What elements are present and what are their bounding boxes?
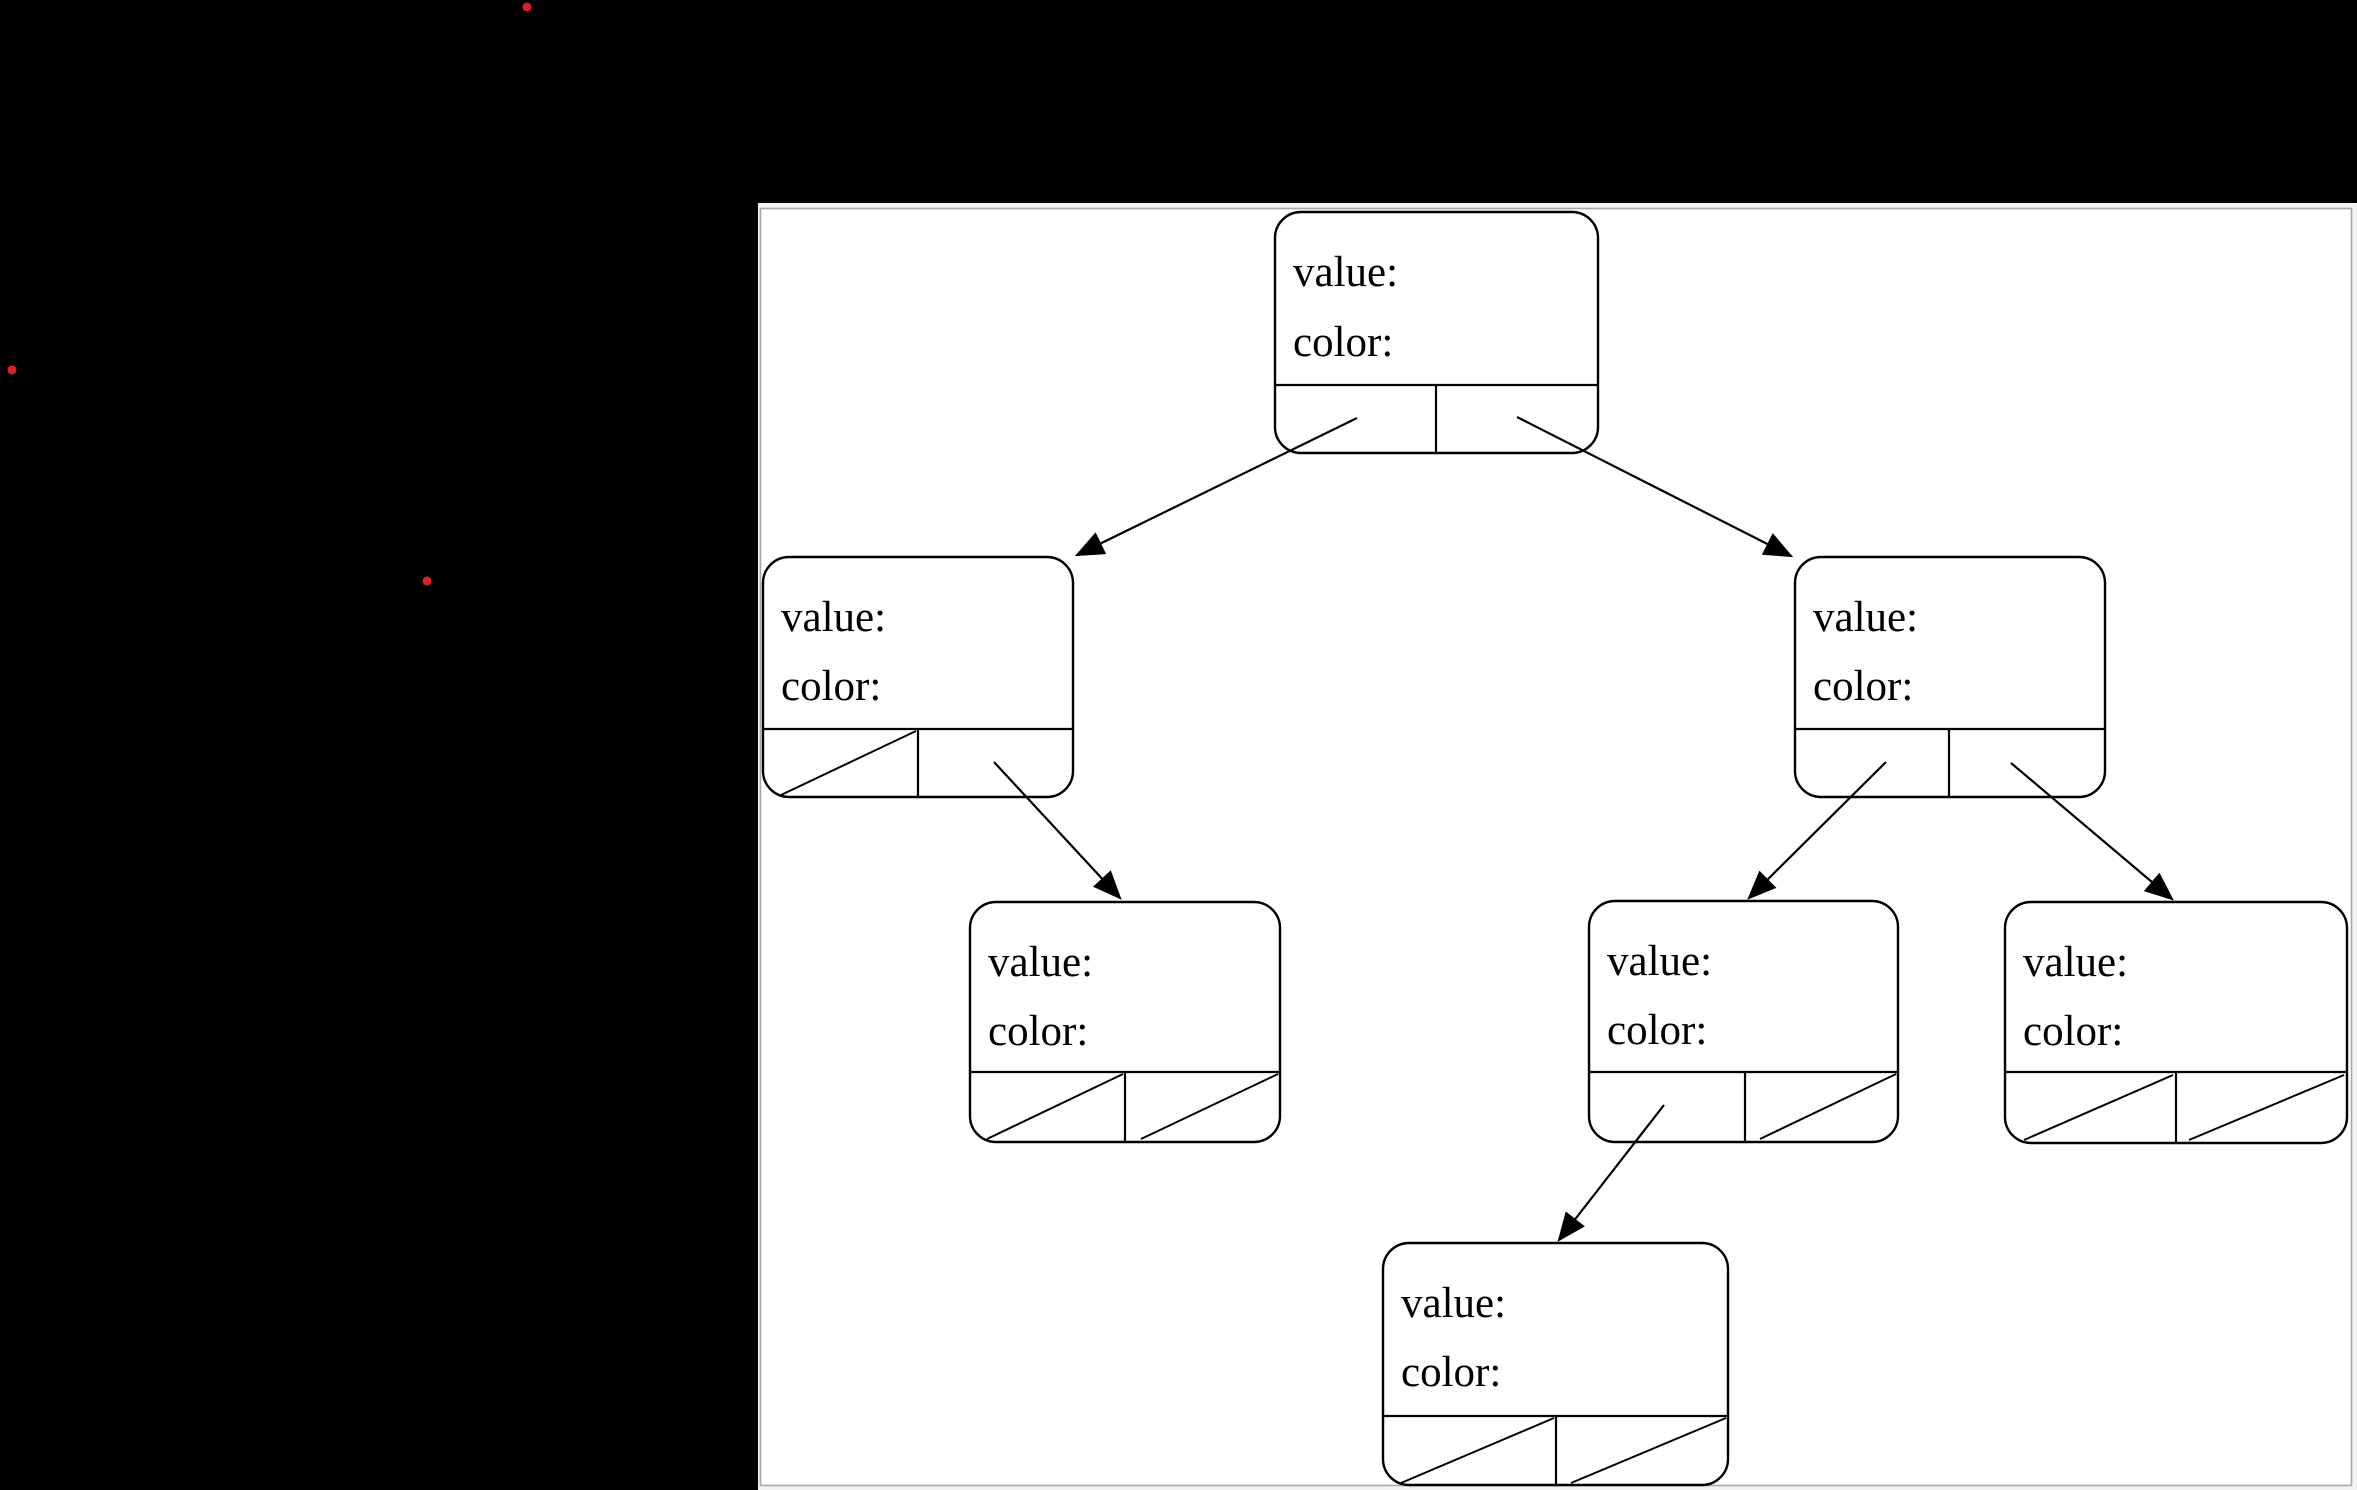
node-box — [1587, 899, 1900, 1144]
node-field-label-value: value: — [781, 594, 886, 641]
tree-node-right-right-grandchild: value: color: — [2003, 900, 2349, 1145]
null-pointer-slash — [2023, 1074, 2174, 1141]
null-pointer-slash — [1400, 1417, 1555, 1484]
null-pointer-slash — [986, 1073, 1124, 1140]
node-field-label-value: value: — [1401, 1280, 1506, 1327]
tree-node-right-left-left: value: color: — [1381, 1241, 1730, 1487]
node-field-label-color: color: — [781, 663, 881, 710]
node-field-label-value: value: — [1813, 594, 1918, 641]
edge-arrow-rightleft-left — [1557, 1104, 1665, 1242]
node-field-label-color: color: — [2023, 1008, 2123, 1055]
red-dot-marker — [7, 365, 17, 375]
null-pointer-slash — [780, 730, 917, 796]
node-field-label-color: color: — [1813, 663, 1913, 710]
tree-node-right-left-grandchild: value: color: — [1587, 899, 1900, 1144]
edge-arrow-leftchild-right — [993, 761, 1122, 900]
tree-node-left-right-grandchild: value: color: — [968, 900, 1282, 1144]
node-field-label-color: color: — [1607, 1007, 1707, 1054]
node-field-label-color: color: — [1293, 319, 1393, 366]
tree-node-right-child: value: color: — [1793, 555, 2107, 799]
null-pointer-slash — [1140, 1073, 1279, 1140]
null-pointer-slash — [1759, 1073, 1897, 1140]
node-field-label-value: value: — [988, 939, 1093, 986]
edge-arrow-rightchild-right — [2010, 762, 2174, 901]
node-field-label-color: color: — [988, 1008, 1088, 1055]
red-dot-marker — [422, 576, 432, 586]
edge-arrow-rightchild-left — [1747, 761, 1887, 900]
null-pointer-slash — [1570, 1417, 1727, 1484]
red-dot-marker — [522, 2, 532, 12]
node-field-label-value: value: — [2023, 939, 2128, 986]
node-field-label-color: color: — [1401, 1349, 1501, 1396]
null-pointer-slash — [2188, 1074, 2345, 1141]
node-field-label-value: value: — [1293, 249, 1398, 296]
edge-arrow-root-left — [1074, 417, 1358, 557]
tree-node-left-child: value: color: — [761, 555, 1075, 799]
node-field-label-value: value: — [1607, 938, 1712, 985]
tree-node-root: value: color: — [1273, 210, 1600, 455]
edge-arrow-root-right — [1516, 416, 1794, 558]
